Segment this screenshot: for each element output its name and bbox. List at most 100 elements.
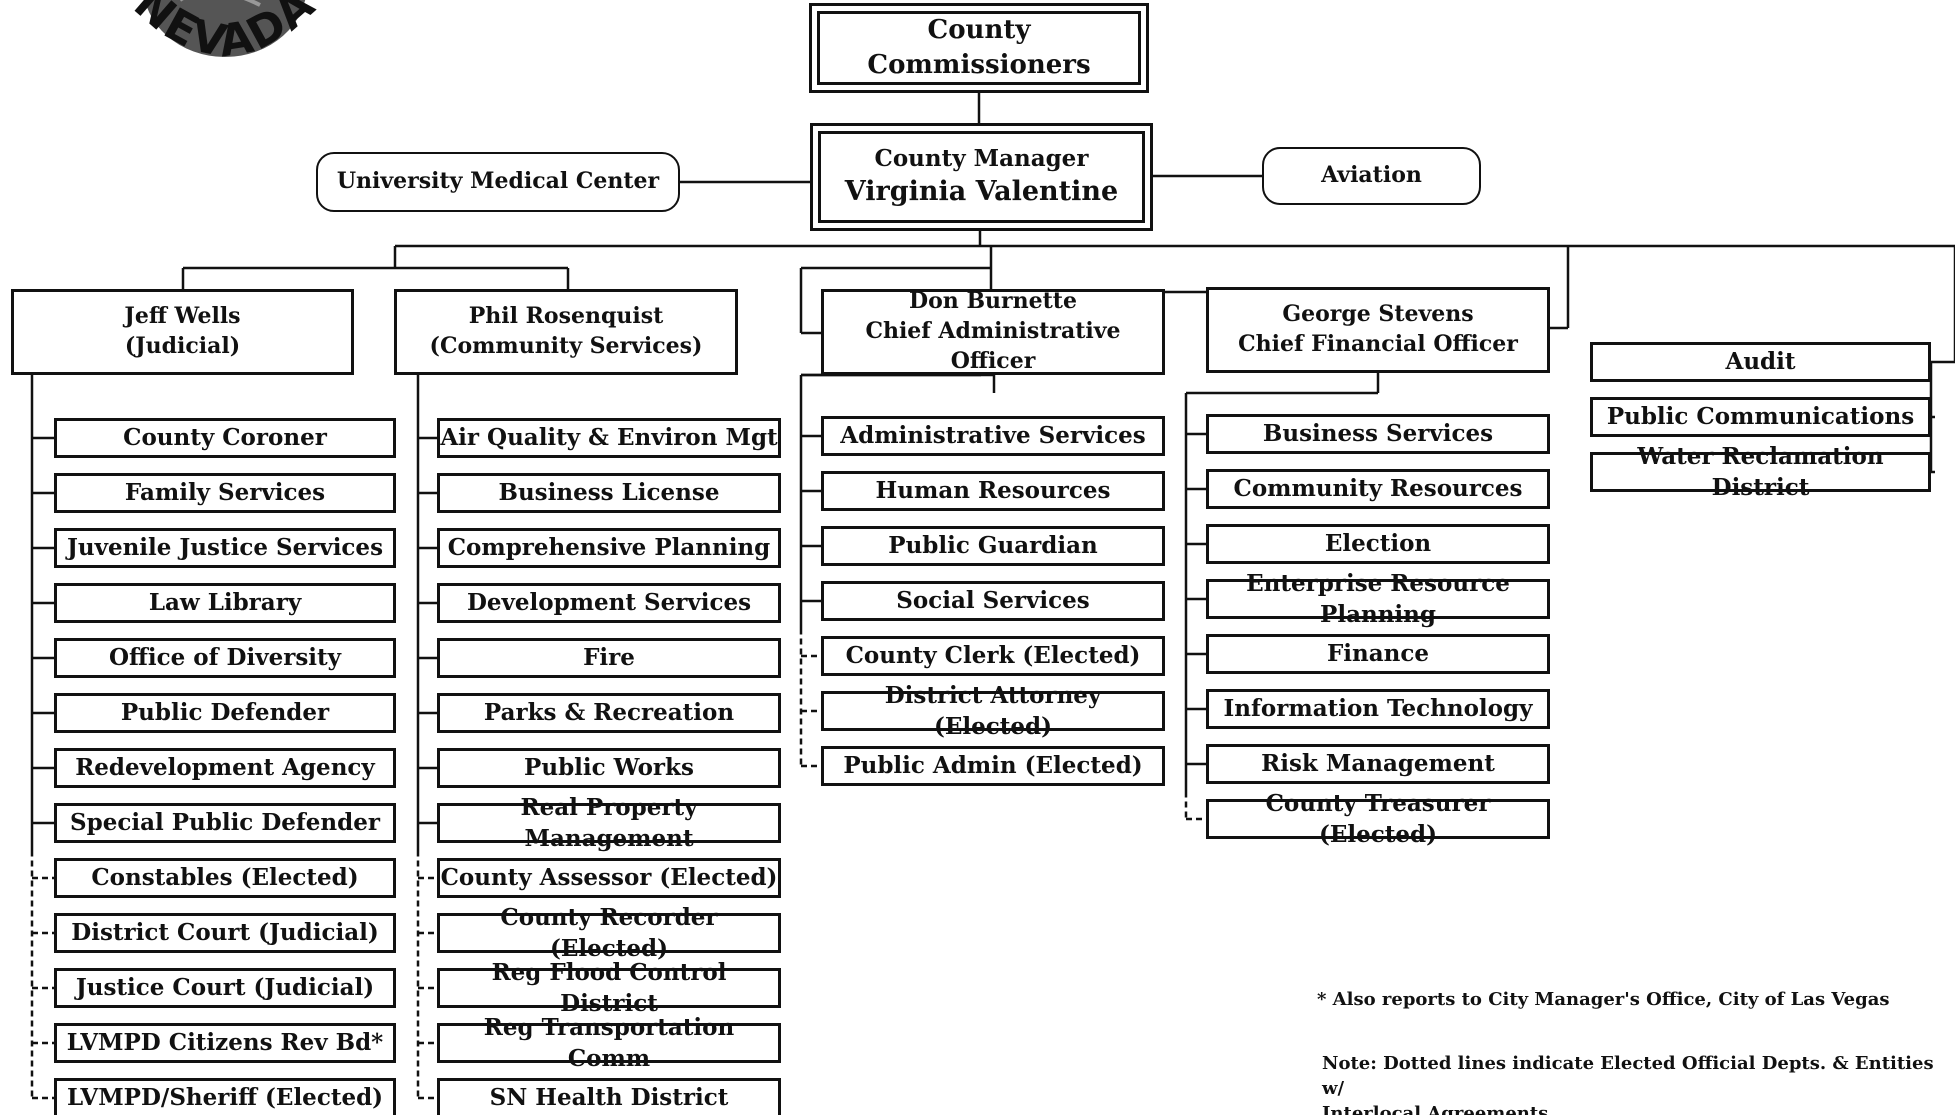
footnote: * Also reports to City Manager's Office,… — [1317, 989, 1890, 1010]
legend-note-line1: Note: Dotted lines indicate Elected Offi… — [1322, 1053, 1934, 1100]
dept-label: Finance — [1326, 640, 1430, 668]
dept-box: Human Resources — [821, 471, 1165, 511]
dept-box: District Attorney (Elected) — [821, 682, 1165, 740]
dept-box: Reg Transportation Comm — [437, 1014, 781, 1072]
dept-label: District Attorney (Elected) — [884, 681, 1102, 740]
dept-label: Public Defender — [120, 699, 330, 727]
aviation-box: Aviation — [1262, 147, 1481, 205]
dept-label: Human Resources — [875, 477, 1111, 505]
dept-box: Business License — [437, 473, 781, 513]
dept-label: Family Services — [124, 479, 326, 507]
dept-label: Parks & Recreation — [483, 699, 735, 727]
dept-label: Constables (Elected) — [91, 864, 359, 892]
dept-box: Election — [1206, 524, 1550, 564]
dept-box: Business Services — [1206, 414, 1550, 454]
dept-label: Business Services — [1262, 420, 1494, 448]
nevada-county-logo: NEVADA — [124, 0, 324, 68]
dept-box: Fire — [437, 638, 781, 678]
dept-box: Social Services — [821, 581, 1165, 621]
audit-box: Audit — [1590, 342, 1931, 382]
dept-box: Risk Management — [1206, 744, 1550, 784]
dept-label: LVMPD/Sheriff (Elected) — [66, 1084, 384, 1112]
university-medical-center-box: University Medical Center — [316, 152, 680, 212]
dept-box: Air Quality & Environ Mgt — [437, 418, 781, 458]
dept-box: Public Guardian — [821, 526, 1165, 566]
dept-label: Development Services — [466, 589, 752, 617]
audit-label: Audit — [1725, 348, 1796, 376]
column-head-george-stevens: George Stevens Chief Financial Officer — [1206, 287, 1550, 373]
dept-box: County Assessor (Elected) — [437, 858, 781, 898]
dept-label: Juvenile Justice Services — [66, 534, 384, 562]
dept-label: Risk Management — [1261, 750, 1495, 778]
dept-label: Business License — [498, 479, 720, 507]
column-head-phil-rosenquist: Phil Rosenquist (Community Services) — [394, 289, 738, 375]
dept-box: Community Resources — [1206, 469, 1550, 509]
dept-box: County Clerk (Elected) — [821, 636, 1165, 676]
dept-label: Public Admin (Elected) — [843, 752, 1143, 780]
dept-box: Office of Diversity — [54, 638, 396, 678]
dept-box: County Coroner — [54, 418, 396, 458]
dept-label: Real Property Management — [520, 793, 698, 852]
dept-label: District Court (Judicial) — [71, 919, 379, 947]
dept-label: Fire — [583, 644, 635, 672]
legend-note: Note: Dotted lines indicate Elected Offi… — [1322, 1051, 1955, 1115]
dept-label: Redevelopment Agency — [75, 754, 375, 782]
dept-box: County Recorder (Elected) — [437, 904, 781, 962]
dept-box: Reg Flood Control District — [437, 959, 781, 1017]
dept-label: Comprehensive Planning — [447, 534, 771, 562]
dept-label: Justice Court (Judicial) — [75, 974, 375, 1002]
dept-label: Office of Diversity — [108, 644, 341, 672]
head-role: (Community Services) — [429, 333, 703, 359]
public-communications-box: Public Communications — [1590, 397, 1931, 437]
dept-label: Reg Transportation Comm — [483, 1013, 735, 1072]
dept-label: Reg Flood Control District — [491, 958, 727, 1017]
county-commissioners-label: County Commissioners — [867, 14, 1091, 80]
dept-label: County Recorder (Elected) — [500, 903, 718, 962]
dept-box: Special Public Defender — [54, 803, 396, 843]
dept-box: Redevelopment Agency — [54, 748, 396, 788]
dept-label: SN Health District — [489, 1084, 729, 1112]
dept-box: Comprehensive Planning — [437, 528, 781, 568]
dept-label: LVMPD Citizens Rev Bd* — [66, 1029, 384, 1057]
public-communications-label: Public Communications — [1606, 403, 1915, 431]
dept-box: LVMPD Citizens Rev Bd* — [54, 1023, 396, 1063]
head-name: Phil Rosenquist — [468, 303, 664, 330]
column-head-jeff-wells: Jeff Wells (Judicial) — [11, 289, 354, 375]
head-name: Don Burnette — [909, 288, 1077, 315]
county-manager-name: Virginia Valentine — [844, 176, 1119, 208]
dept-box: Development Services — [437, 583, 781, 623]
dept-label: County Coroner — [123, 424, 327, 452]
dept-box: Public Admin (Elected) — [821, 746, 1165, 786]
dept-box: Public Defender — [54, 693, 396, 733]
dept-label: Air Quality & Environ Mgt — [440, 424, 778, 452]
head-role: Chief Administrative Officer — [865, 318, 1121, 374]
dept-label: County Treasurer (Elected) — [1265, 789, 1491, 848]
water-reclamation-district-box: Water Reclamation District — [1590, 443, 1931, 501]
dept-box: Parks & Recreation — [437, 693, 781, 733]
dept-label: Special Public Defender — [70, 809, 380, 837]
dept-label: Enterprise Resource Planning — [1246, 569, 1510, 628]
dept-label: Public Guardian — [888, 532, 1098, 560]
dept-box: District Court (Judicial) — [54, 913, 396, 953]
water-reclamation-district-label: Water Reclamation District — [1637, 442, 1884, 501]
dept-label: Community Resources — [1233, 475, 1523, 503]
dept-box: Administrative Services — [821, 416, 1165, 456]
dept-box: LVMPD/Sheriff (Elected) — [54, 1078, 396, 1115]
dept-box: Real Property Management — [437, 794, 781, 852]
dept-box: SN Health District — [437, 1078, 781, 1115]
dept-box: Family Services — [54, 473, 396, 513]
county-manager-box: County Manager Virginia Valentine — [810, 123, 1153, 231]
head-name: George Stevens — [1282, 301, 1474, 328]
dept-box: Justice Court (Judicial) — [54, 968, 396, 1008]
dept-label: County Assessor (Elected) — [440, 864, 778, 892]
dept-box: Constables (Elected) — [54, 858, 396, 898]
dept-label: Election — [1324, 530, 1432, 558]
head-role: (Judicial) — [124, 333, 241, 359]
head-name: Jeff Wells — [124, 303, 241, 330]
dept-box: Juvenile Justice Services — [54, 528, 396, 568]
dept-label: Social Services — [896, 587, 1090, 615]
university-medical-center-label: University Medical Center — [336, 168, 660, 195]
aviation-label: Aviation — [1321, 162, 1422, 189]
dept-label: County Clerk (Elected) — [845, 642, 1141, 670]
